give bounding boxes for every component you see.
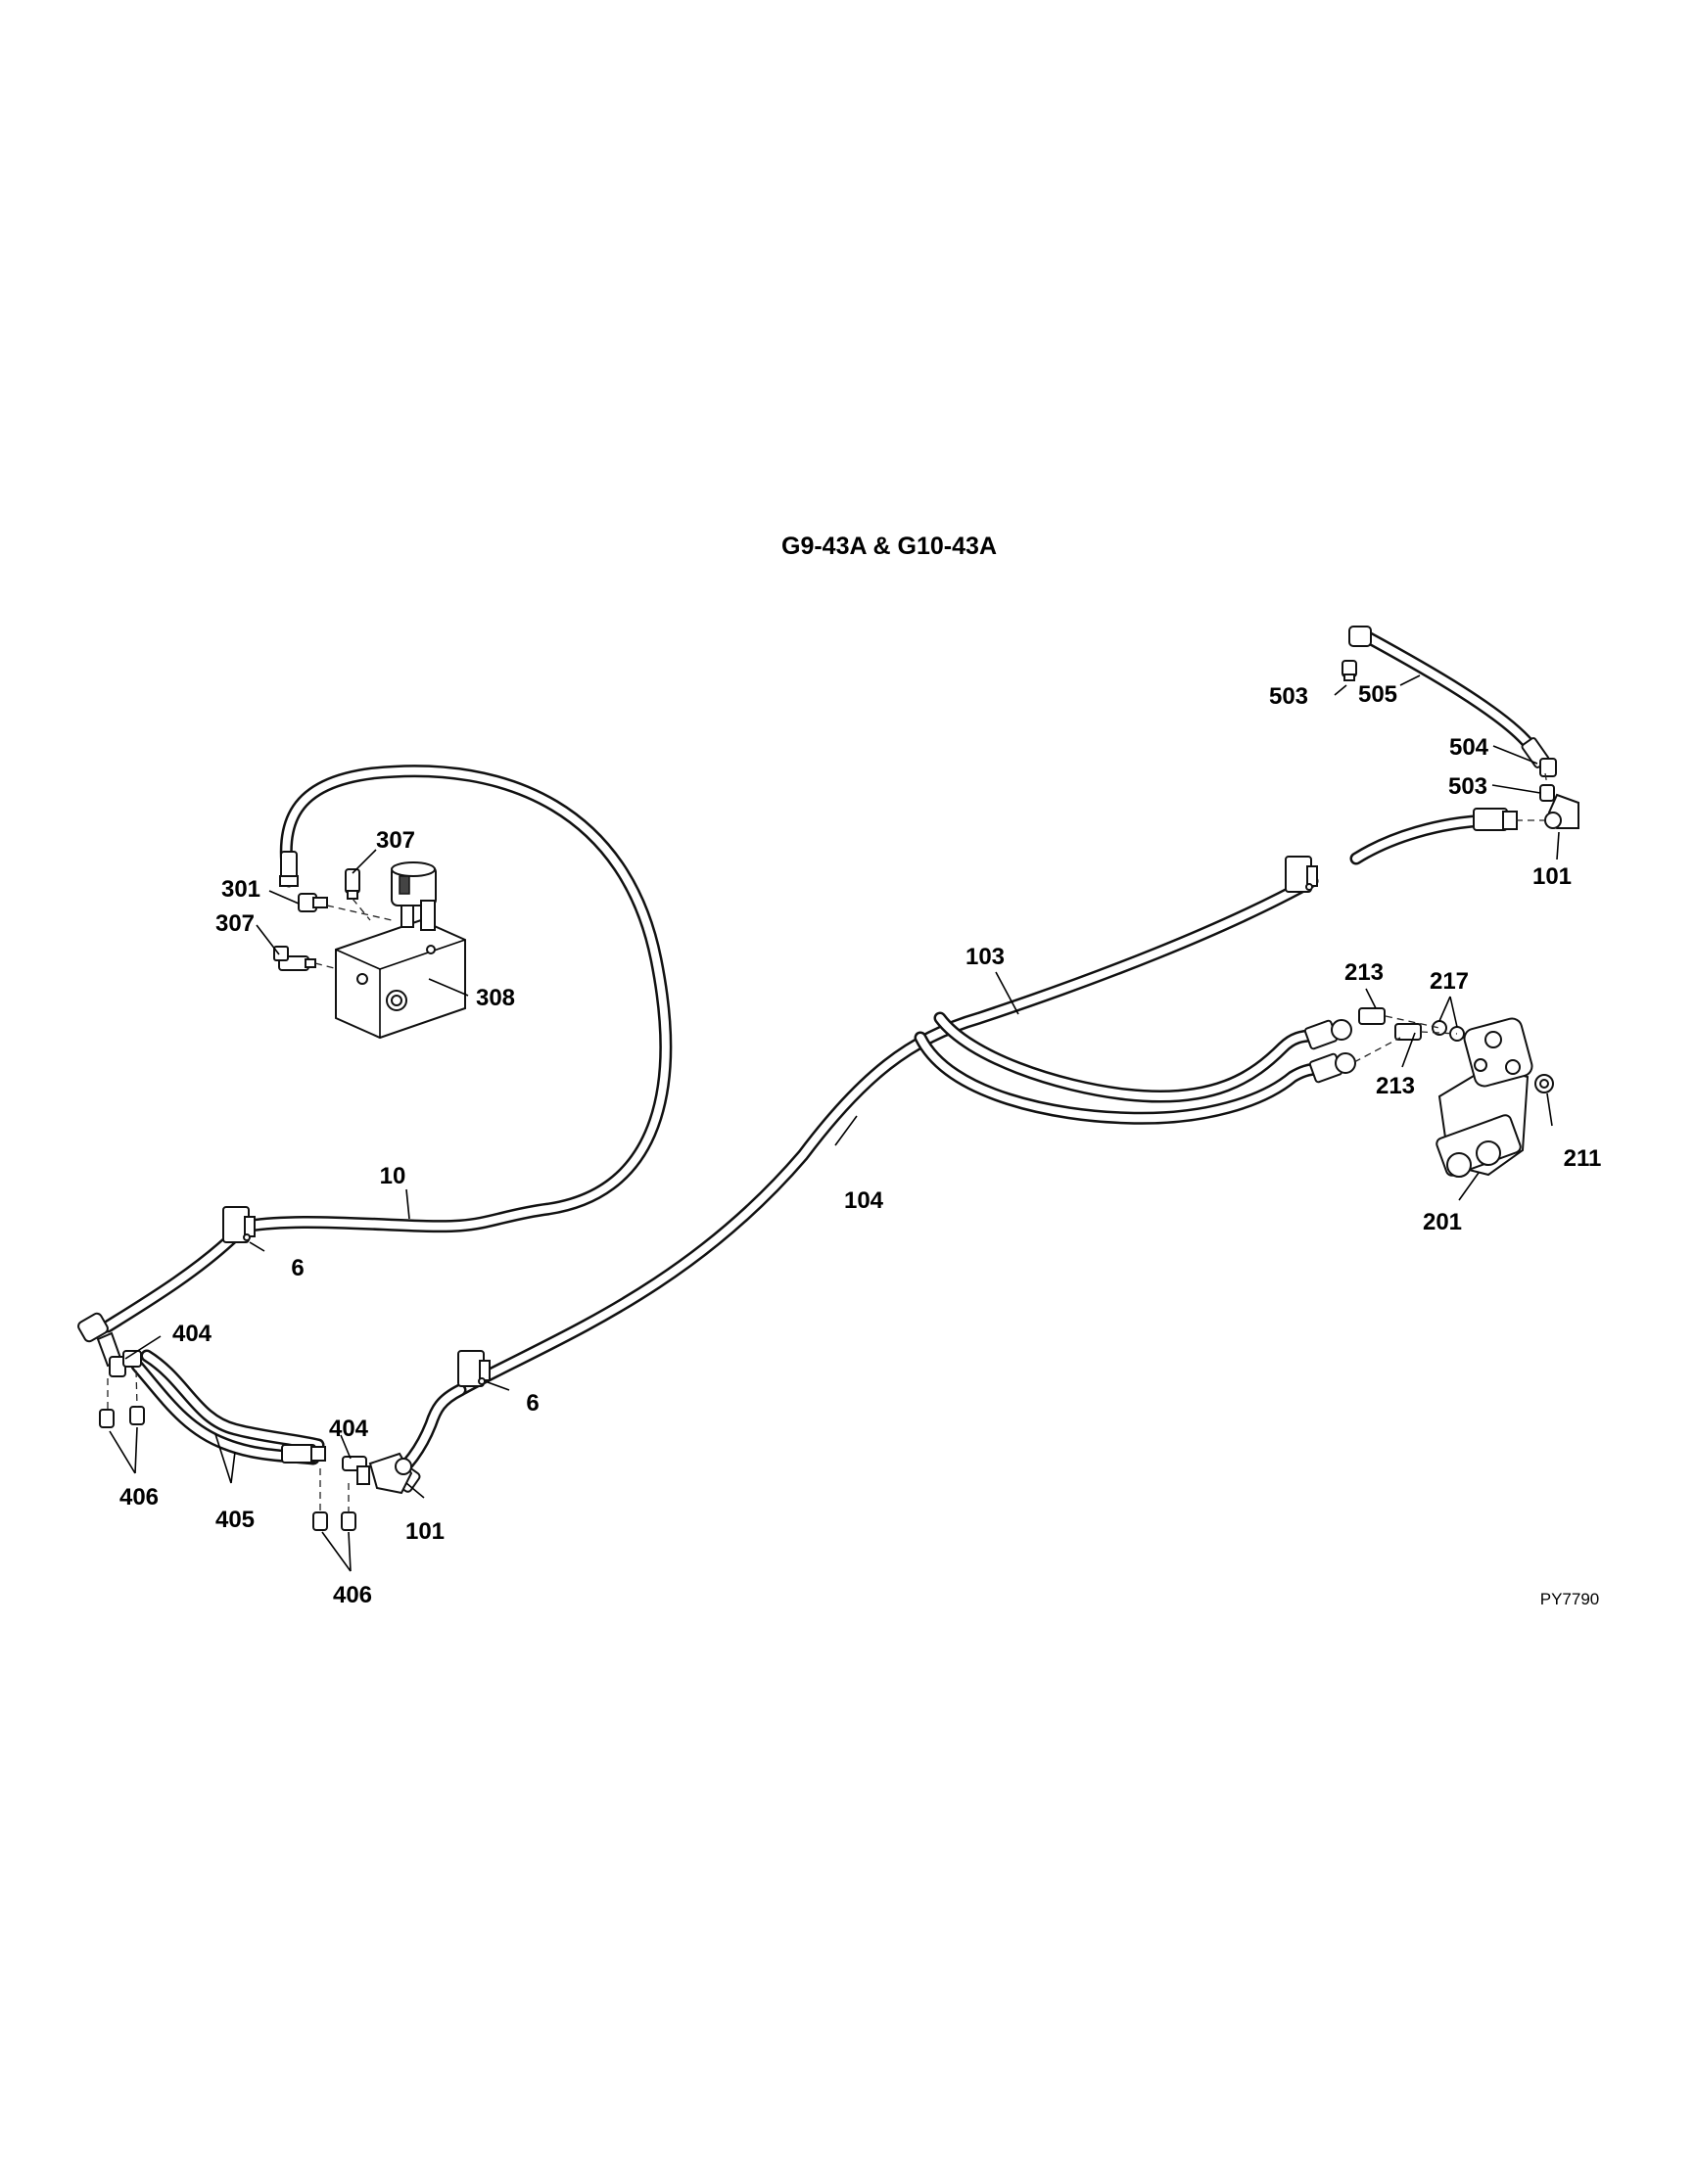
valve-block-308 [335, 861, 466, 1040]
callout-503-top: 503 [1269, 683, 1308, 710]
callout-404-left: 404 [172, 1321, 212, 1347]
callout-213-top: 213 [1344, 959, 1384, 986]
hose-103 [453, 808, 1518, 1397]
fitting-301 [298, 893, 328, 912]
callout-104: 104 [844, 1187, 884, 1214]
fittings-213-217 [1358, 1007, 1465, 1042]
diagram-title: G9-43A & G10-43A [781, 533, 997, 560]
callout-101-right: 101 [1532, 863, 1572, 890]
fitting-404-left [109, 1350, 142, 1377]
hose-10 [101, 765, 673, 1333]
elbow-101-left [368, 1452, 413, 1495]
callout-504: 504 [1449, 734, 1489, 761]
fitting-307-left [273, 946, 316, 971]
callout-404-mid: 404 [329, 1416, 369, 1442]
callout-406-left: 406 [119, 1484, 159, 1510]
callout-211: 211 [1564, 1145, 1602, 1172]
callout-308: 308 [476, 985, 515, 1011]
drawing-code: PY7790 [1540, 1590, 1600, 1608]
clamp-103 [1285, 856, 1318, 893]
callout-103: 103 [965, 944, 1005, 970]
callout-6-mid: 6 [526, 1390, 539, 1417]
fitting-503-top [1342, 660, 1357, 681]
callout-406-bottom: 406 [333, 1582, 372, 1608]
fitting-504 [1539, 758, 1557, 777]
clamp-6-mid [457, 1350, 491, 1387]
callout-503-mid: 503 [1448, 773, 1487, 800]
fittings-406-left [99, 1406, 145, 1428]
callout-101-left: 101 [405, 1518, 445, 1545]
callout-6-left: 6 [291, 1255, 304, 1281]
callout-307-top: 307 [376, 827, 415, 854]
callout-307-left: 307 [215, 910, 255, 937]
motor-201 [1436, 1017, 1533, 1178]
clamp-6-left [222, 1206, 256, 1243]
callout-505: 505 [1358, 681, 1397, 708]
callout-217: 217 [1430, 968, 1469, 995]
hose-405 [130, 1349, 326, 1465]
callout-10: 10 [380, 1163, 406, 1189]
fittings-406-bottom [312, 1511, 356, 1531]
fitting-307-top [345, 868, 360, 900]
hose-104 [914, 1011, 1356, 1125]
callout-201: 201 [1423, 1209, 1462, 1235]
callout-301: 301 [221, 876, 260, 903]
callout-213-bottom: 213 [1376, 1073, 1415, 1099]
fitting-211 [1534, 1074, 1554, 1093]
fitting-404-mid [342, 1456, 370, 1485]
fitting-503-mid [1539, 784, 1555, 802]
hose-505 [1348, 626, 1550, 768]
callout-405: 405 [215, 1507, 255, 1533]
